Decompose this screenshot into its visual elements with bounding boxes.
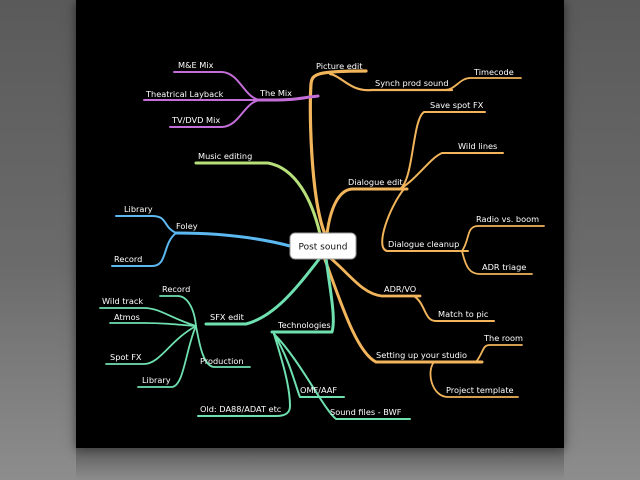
branch-timecode — [444, 77, 522, 91]
node-technologies: Technologies — [277, 320, 331, 330]
branch-omf-aaf — [273, 333, 345, 398]
branch-synch-prod-sound — [328, 72, 454, 92]
branch-sfx-record — [159, 295, 197, 327]
node-adr-triage: ADR triage — [482, 262, 526, 272]
node-match-to-pic: Match to pic — [438, 309, 488, 319]
branch-sfx-edit — [204, 256, 322, 326]
purple-branches — [143, 71, 320, 128]
slide-reflection — [76, 448, 564, 480]
node-sfx-library: Library — [142, 375, 171, 385]
node-wild-track: Wild track — [102, 296, 143, 306]
teal-branches — [99, 256, 411, 420]
branch-foley-library — [115, 215, 177, 234]
branch-radio-vs-boom — [461, 225, 545, 252]
node-theatrical-layback: Theatrical Layback — [145, 89, 224, 99]
branch-foley — [174, 231, 292, 248]
node-dialogue-cleanup: Dialogue cleanup — [388, 239, 459, 249]
branch-old-da88 — [197, 333, 291, 417]
branch-tv-dvd-mix — [169, 99, 261, 128]
branch-sfx-library — [137, 325, 197, 388]
branch-adr-triage — [461, 250, 533, 275]
blue-branches — [111, 215, 292, 267]
node-save-spot-fx: Save spot FX — [430, 100, 484, 110]
node-sfx-edit: SFX edit — [210, 312, 245, 322]
branch-wild-lines — [399, 152, 504, 190]
node-radio-vs-boom: Radio vs. boom — [476, 214, 539, 224]
branch-setting-up-studio — [322, 255, 484, 364]
node-the-room: The room — [483, 333, 523, 343]
node-adr-vo: ADR/VO — [384, 284, 416, 294]
branch-spot-fx — [105, 325, 197, 365]
node-atmos: Atmos — [114, 312, 140, 322]
branch-adr-vo — [326, 254, 422, 298]
node-sfx-record: Record — [162, 284, 190, 294]
node-spot-fx: Spot FX — [110, 352, 142, 362]
node-wild-lines: Wild lines — [458, 141, 497, 151]
node-me-mix: M&E Mix — [178, 60, 214, 70]
node-foley-library: Library — [124, 204, 153, 214]
orange-branches — [308, 69, 545, 398]
branch-me-mix — [173, 71, 261, 101]
branch-technologies — [270, 256, 335, 334]
node-sound-files-bwf: Sound files - BWF — [330, 407, 402, 417]
node-dialogue-edit: Dialogue edit — [348, 177, 403, 187]
center-node: Post sound — [289, 232, 357, 260]
node-the-mix: The Mix — [259, 88, 292, 98]
branch-the-mix — [256, 94, 320, 102]
node-project-template: Project template — [446, 385, 514, 395]
node-picture-edit: Picture edit — [316, 61, 363, 71]
node-synch-prod-sound: Synch prod sound — [375, 78, 449, 88]
node-music-editing: Music editing — [198, 151, 252, 161]
branch-foley-record — [111, 232, 177, 267]
branch-sound-files — [273, 333, 411, 420]
branch-the-room — [475, 344, 523, 363]
node-production: Production — [200, 356, 244, 366]
branch-picture-edit — [308, 69, 368, 236]
branch-wild-track — [99, 307, 197, 327]
branch-dialogue-edit — [325, 187, 409, 236]
center-node-box — [289, 232, 357, 260]
branch-dialogue-cleanup — [381, 188, 469, 252]
branch-production — [195, 325, 251, 368]
node-old-da88: Old: DA88/ADAT etc — [200, 404, 281, 414]
branch-match-to-pic — [413, 295, 495, 322]
node-setting-up-studio: Setting up your studio — [376, 350, 467, 360]
node-timecode: Timecode — [473, 67, 514, 77]
node-foley-record: Record — [114, 254, 142, 264]
branch-music-editing — [194, 161, 322, 236]
branch-atmos — [109, 322, 197, 327]
branch-save-spot-fx — [399, 111, 486, 190]
node-tv-dvd-mix: TV/DVD Mix — [171, 115, 220, 125]
green-branches — [194, 161, 322, 236]
center-node-label: Post sound — [298, 243, 347, 253]
node-omf-aaf: OMF/AAF — [300, 385, 337, 395]
node-foley: Foley — [176, 221, 198, 231]
branch-project-template — [429, 361, 519, 398]
